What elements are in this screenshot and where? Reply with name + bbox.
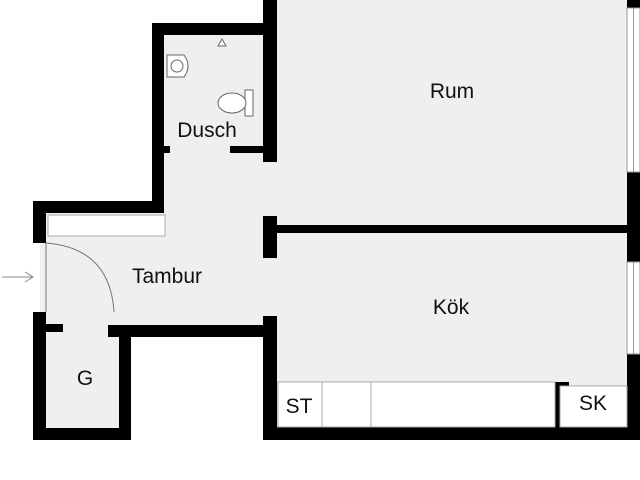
- label-kok: Kök: [433, 296, 470, 319]
- sink-icon: [166, 54, 189, 78]
- floor-drain-icon: [217, 37, 227, 47]
- room-labels: Rum Kök Tambur Dusch G ST SK: [77, 80, 607, 418]
- counter-right: [370, 381, 556, 428]
- label-sk: SK: [579, 392, 607, 415]
- wall-tambur-bottom: [108, 325, 277, 337]
- wall-g-top: [33, 324, 63, 332]
- cabinet-sk: [559, 385, 628, 428]
- floor-rum: [270, 0, 632, 226]
- wall-kok-left: [263, 316, 277, 440]
- wall-door-jamb: [263, 216, 277, 258]
- wall-rum-left-upper: [263, 0, 277, 162]
- label-dusch: Dusch: [177, 119, 237, 142]
- label-g: G: [77, 367, 93, 390]
- floor-g: [40, 326, 126, 432]
- wall-right-lower: [627, 354, 640, 440]
- walls: [33, 0, 640, 440]
- wall-g-right: [119, 328, 131, 440]
- wall-sk-top: [555, 382, 569, 386]
- wall-dusch-stub: [160, 146, 170, 153]
- wall-g-bottom: [33, 428, 131, 440]
- wall-tambur-top: [33, 201, 164, 213]
- counter-left: [321, 381, 372, 428]
- wall-tambur-left-lower: [33, 312, 46, 440]
- wall-dusch-left: [152, 23, 164, 213]
- wall-right-middle: [627, 172, 640, 262]
- wall-tambur-left-upper: [33, 201, 46, 243]
- windows: [626, 7, 640, 355]
- wall-rum-kok: [263, 225, 640, 233]
- label-tambur: Tambur: [132, 265, 202, 288]
- entry-door: [45, 242, 115, 313]
- toilet-icon: [217, 89, 254, 117]
- kitchen-fixtures: [277, 381, 628, 428]
- wall-sk: [555, 382, 560, 428]
- entrance-arrow-icon: [2, 271, 34, 283]
- wall-dusch-bottom: [230, 146, 270, 153]
- wall-dusch-top: [152, 23, 277, 35]
- closet-tambur: [47, 214, 166, 237]
- floor-hall: [160, 150, 272, 220]
- wall-kok-bottom: [263, 427, 640, 440]
- wall-right-upper: [627, 0, 640, 8]
- bathroom-fixtures: [166, 37, 254, 117]
- label-st: ST: [286, 395, 313, 418]
- label-rum: Rum: [430, 80, 474, 103]
